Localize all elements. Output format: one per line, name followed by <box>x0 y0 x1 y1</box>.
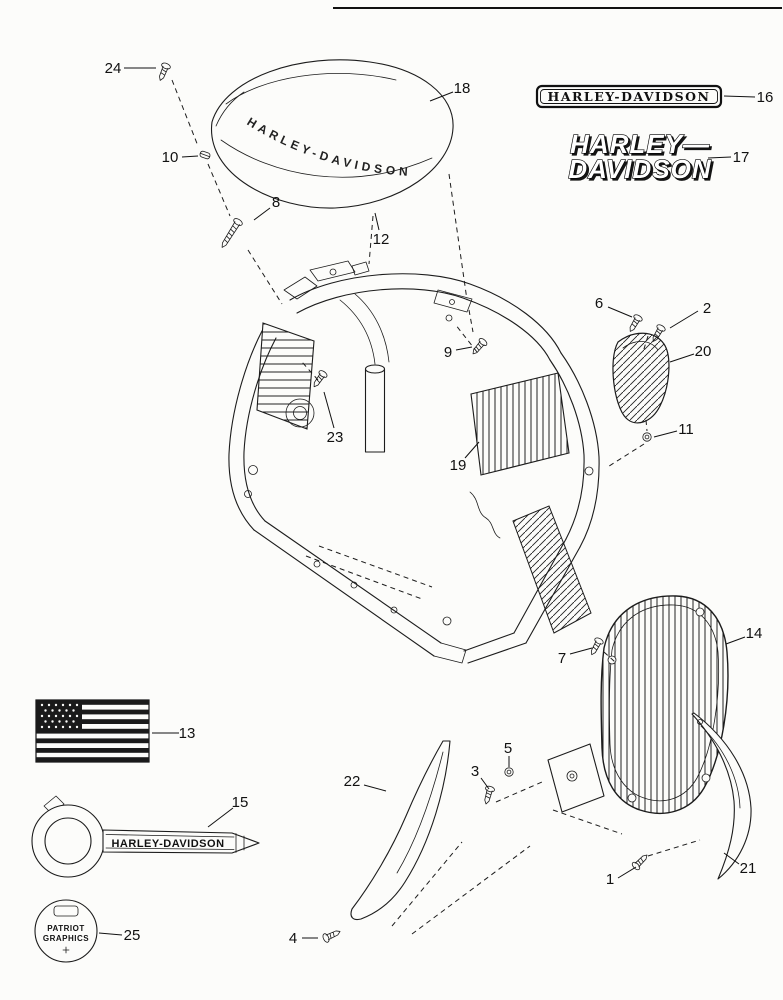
part-22-bracket <box>350 740 451 921</box>
callout-13-label: 13 <box>179 725 196 742</box>
callout-19-label: 19 <box>450 457 467 474</box>
flag-canton <box>36 700 82 732</box>
part-8-screw <box>217 216 244 251</box>
callout-5-label: 5 <box>504 740 512 757</box>
callout-24-label: 24 <box>105 60 122 77</box>
motorcycle-frame <box>228 260 600 664</box>
callout-1-label: 1 <box>606 871 614 888</box>
callout-6-leader <box>607 306 633 318</box>
callout-14-label: 14 <box>746 625 763 642</box>
callout-25-leader <box>98 932 123 936</box>
part-13-flag-decal <box>35 699 150 763</box>
screw-9-dash <box>454 323 478 353</box>
callout-8-label: 8 <box>272 194 280 211</box>
frame-mount-hole <box>285 398 315 428</box>
callout-9-label: 9 <box>444 344 452 361</box>
callout-25-label: 25 <box>124 927 141 944</box>
callout-21-label: 21 <box>740 860 757 877</box>
assembly-dashes-right <box>605 335 649 469</box>
part-5-washer <box>504 767 514 777</box>
assembly-dashes-bottomright <box>552 809 701 857</box>
callout-11-label: 11 <box>678 421 694 438</box>
flag-stars <box>40 703 79 729</box>
frame-left-grille <box>256 322 315 430</box>
callout-12-label: 12 <box>373 231 390 248</box>
part-20-side-cover <box>612 332 670 424</box>
callouts: 1 2 3 4 5 6 7 8 9 10 11 12 13 14 15 16 1… <box>98 60 774 947</box>
callout-7-leader <box>569 647 593 655</box>
part-24-screw <box>155 61 172 83</box>
part-11-washer <box>642 432 652 442</box>
key-emblem-text: HARLEY-DAVIDSON <box>111 838 224 850</box>
part-25-patriot-decal: PATRIOT GRAPHICS <box>34 899 98 963</box>
callout-14-leader <box>725 636 746 645</box>
logo-line1: HARLEY— <box>570 129 710 159</box>
callout-15-label: 15 <box>232 794 249 811</box>
callout-16-label: 16 <box>757 89 774 106</box>
callout-16-leader <box>723 95 756 98</box>
callout-6-label: 6 <box>595 295 603 312</box>
part-15-key-emblem: HARLEY-DAVIDSON <box>31 795 260 878</box>
frame-seat-post <box>339 293 390 453</box>
part-21-trim-strip <box>691 712 752 880</box>
callout-23-label: 23 <box>327 429 344 446</box>
bolt-23-dash <box>301 361 319 381</box>
callout-12-leader <box>374 212 380 231</box>
callout-18-label: 18 <box>454 80 471 97</box>
callout-7-label: 7 <box>558 650 566 667</box>
lower-mount-bracket <box>547 743 605 813</box>
screw-3-dash <box>495 781 543 803</box>
callout-15-leader <box>207 807 234 828</box>
callout-4-label: 4 <box>289 930 297 947</box>
part-16-nameplate: HARLEY-DAVIDSON <box>535 84 723 109</box>
part-9-screw <box>469 336 489 358</box>
callout-19-leader <box>464 441 480 459</box>
callout-23-leader <box>323 391 335 429</box>
callout-18-leader <box>429 91 454 102</box>
callout-8-leader <box>253 207 271 221</box>
assembly-dashes-bottom <box>391 841 531 935</box>
callout-11-leader <box>653 430 678 438</box>
callout-2-label: 2 <box>703 300 711 317</box>
callout-20-leader <box>669 353 695 363</box>
callout-21-leader <box>723 852 740 865</box>
part-17-logo-decal: HARLEY— DAVIDSON <box>568 128 712 184</box>
part-14-side-cover <box>600 595 729 814</box>
part-23-bolt <box>309 368 329 390</box>
part-7-screw <box>587 636 605 658</box>
callout-1-leader <box>617 866 637 879</box>
callout-22-label: 22 <box>344 773 361 790</box>
callout-3-label: 3 <box>471 763 479 780</box>
callout-22-leader <box>363 784 387 792</box>
callout-9-leader <box>455 346 473 351</box>
screw-7-dash <box>603 651 616 663</box>
patriot-line1: PATRIOT <box>47 924 84 933</box>
callout-20-label: 20 <box>695 343 712 360</box>
callout-10-label: 10 <box>162 149 179 166</box>
frame-rear-guard <box>512 505 592 634</box>
logo-line2: DAVIDSON <box>568 154 712 184</box>
part-19-frame-grille <box>470 372 570 476</box>
callout-3-leader <box>480 777 490 790</box>
part-6-screw <box>625 313 644 335</box>
callout-10-leader <box>181 155 199 158</box>
part-10-grommet <box>198 150 212 160</box>
callout-2-leader <box>669 310 699 329</box>
part-18-console-cover: HARLEY-DAVIDSON <box>211 59 454 209</box>
callout-17-label: 17 <box>733 149 750 166</box>
nameplate-text: HARLEY-DAVIDSON <box>548 89 711 104</box>
assembly-dashes-topleft <box>171 79 474 333</box>
patriot-line2: GRAPHICS <box>43 934 89 943</box>
part-4-screw <box>321 926 343 944</box>
frame-cable <box>469 491 501 539</box>
callout-17-leader <box>707 156 732 159</box>
